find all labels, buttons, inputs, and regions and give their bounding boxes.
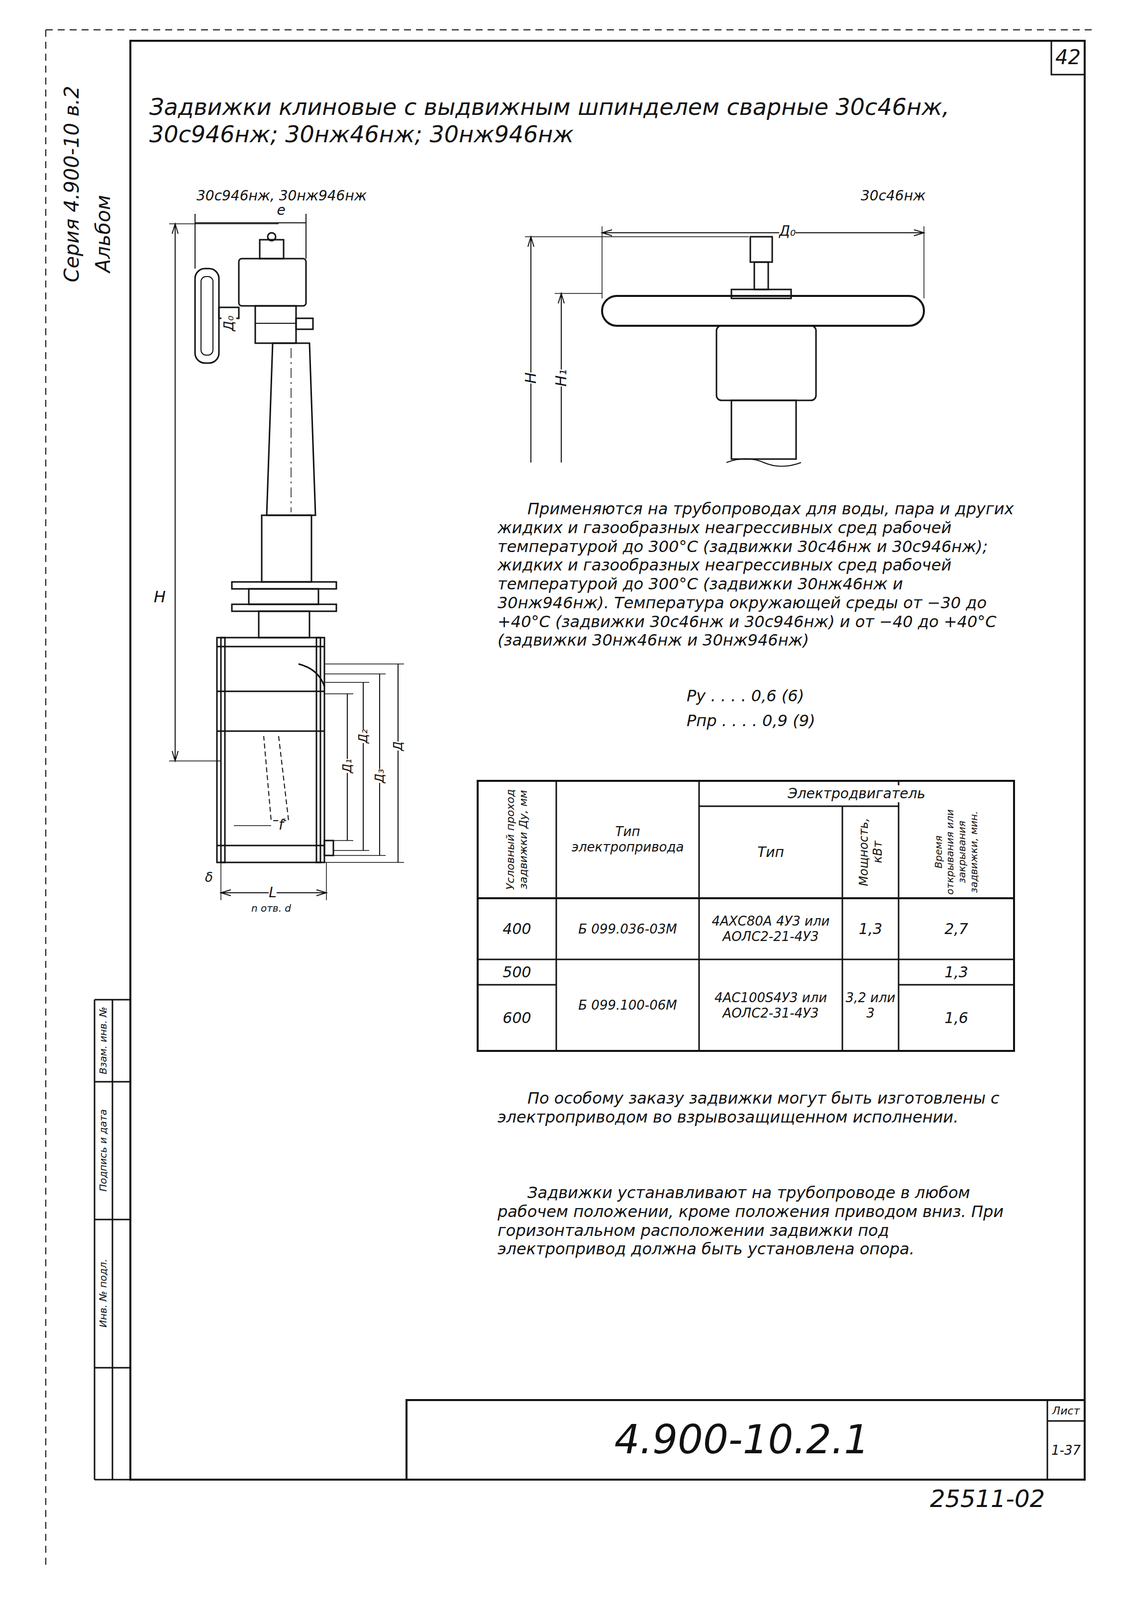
table-cell: 600 xyxy=(502,1009,531,1027)
stamp-label: Взам. инв. № xyxy=(97,1007,110,1075)
dimension-label-box: Д xyxy=(390,731,407,762)
table-cell-box: Б 099.100-06М xyxy=(558,961,698,1050)
table-cell: Тип xyxy=(757,844,785,861)
table-cell: 4АХС80А 4У3 или АОЛС2-21-4У3 xyxy=(701,914,841,945)
table-cell-box: 4АС100S4У3 или АОЛС2-31-4У3 xyxy=(701,961,841,1050)
table-cell-box: 3,2 или 3 xyxy=(844,961,897,1050)
dimension-label: Д₃ xyxy=(372,769,387,784)
stamp-label-box: Взам. инв. № xyxy=(95,1001,112,1081)
stamp-label: Инв. № подл. xyxy=(97,1259,110,1328)
pressure-value-box: Рпр . . . . 0,9 (9) xyxy=(686,710,906,733)
view-label-box: 30с46нж xyxy=(860,185,981,207)
table-cell: 1,3 xyxy=(858,920,883,938)
note-text-box: Задвижки устанавливают на трубопроводе в… xyxy=(497,1184,1016,1260)
table-cell-box: 4АХС80А 4У3 или АОЛС2-21-4У3 xyxy=(701,900,841,959)
dimension-label: Д xyxy=(391,741,406,752)
sheet-number: 1-37 xyxy=(1051,1443,1081,1459)
view-label-box: 30с946нж, 30нж946нж xyxy=(196,185,426,207)
dimension-label: H xyxy=(521,372,540,385)
table-cell-box: Б 099.036-03М xyxy=(558,900,698,959)
dimension-label: Д₀ xyxy=(221,315,237,332)
document-code-box: 4.900-10.2.1 xyxy=(408,1402,1046,1479)
application-note: Применяются на трубопроводах для воды, п… xyxy=(497,500,1016,651)
table-cell: 1,6 xyxy=(944,1009,969,1027)
dimension-label-box: f xyxy=(272,815,290,835)
dimension-label: е xyxy=(276,202,286,219)
table-cell: 3,2 или 3 xyxy=(844,990,897,1021)
application-note-box: Применяются на трубопроводах для воды, п… xyxy=(497,500,1016,651)
archive-number: 25511-02 xyxy=(929,1485,1045,1514)
table-cell-box: 1,3 xyxy=(900,961,1013,984)
stamp-label-box: Подпись и дата xyxy=(95,1083,112,1219)
table-cell: 1,3 xyxy=(944,963,969,982)
table-cell: Мощность, кВт xyxy=(856,807,886,898)
stamp-label-box: Инв. № подл. xyxy=(95,1221,112,1366)
page-number: 42 xyxy=(1055,45,1081,70)
series-label: Серия 4.900-10 в.2 xyxy=(60,86,84,283)
sheet-number-box: 1-37 xyxy=(1048,1423,1084,1479)
sheet-number: Лист xyxy=(1052,1405,1081,1419)
view-label: 30с46нж xyxy=(860,187,926,204)
note-text: Задвижки устанавливают на трубопроводе в… xyxy=(497,1184,1016,1260)
dimension-label-box: H₁ xyxy=(552,364,571,393)
series-label: Альбом xyxy=(91,195,115,273)
stamp-label: Подпись и дата xyxy=(97,1109,110,1193)
table-cell-box: Время открывания или закрывания задвижки… xyxy=(900,807,1013,898)
table-cell: Б 099.036-03М xyxy=(578,921,678,938)
dimension-label: L xyxy=(268,884,277,902)
dimension-label-box: Д₃ xyxy=(371,761,388,792)
table-cell: Условный проход задвижки Ду, мм xyxy=(504,784,530,896)
dimension-label-box: Д₀ xyxy=(779,221,815,241)
table-cell-box: 400 xyxy=(479,900,555,959)
document-code: 4.900-10.2.1 xyxy=(584,1417,870,1464)
dimension-label-box: H xyxy=(521,367,540,390)
note-text: По особому заказу задвижки могут быть из… xyxy=(497,1089,1016,1128)
page-number-box: 42 xyxy=(1051,40,1085,75)
series-label-box: Серия 4.900-10 в.2 xyxy=(57,79,88,289)
dimension-label-box: δ xyxy=(201,868,217,887)
pressure-value: Ру . . . . 0,6 (6) xyxy=(686,687,805,707)
dimension-label: n отв. d xyxy=(251,903,292,916)
pressure-value: Рпр . . . . 0,9 (9) xyxy=(686,712,816,731)
dimension-label: δ xyxy=(204,870,213,886)
table-cell-box: 600 xyxy=(479,987,555,1050)
table-cell-box: 2,7 xyxy=(900,900,1013,959)
table-cell-box: 500 xyxy=(479,961,555,984)
table-cell: Б 099.100-06М xyxy=(578,998,678,1014)
dimension-label: H₁ xyxy=(552,369,570,388)
dimension-label-box: Д₀ xyxy=(220,305,238,341)
table-cell: Электродвигатель xyxy=(787,785,926,803)
pressure-value-box: Ру . . . . 0,6 (6) xyxy=(686,685,906,708)
dimension-label-box: Д₂ xyxy=(355,721,372,752)
dimension-label-box: е xyxy=(271,201,292,220)
table-cell-box: Мощность, кВт xyxy=(844,807,898,898)
sheet-title: Задвижки клиновые с выдвижным шпинделем … xyxy=(149,93,1040,149)
dimension-label-box: H xyxy=(149,587,171,609)
table-cell-box: Тип xyxy=(701,808,841,898)
dimension-label: H xyxy=(153,588,166,608)
dimension-label-box: Д₁ xyxy=(339,751,356,782)
table-cell: 2,7 xyxy=(944,920,969,938)
sheet-number-box: Лист xyxy=(1048,1402,1084,1421)
note-text-box: По особому заказу задвижки могут быть из… xyxy=(497,1089,1016,1128)
table-cell-box: Условный проход задвижки Ду, мм xyxy=(479,784,555,896)
table-cell: Тип электропривода xyxy=(558,824,698,855)
dimension-label: Д₁ xyxy=(340,759,355,774)
dimension-label-box: L xyxy=(263,883,282,903)
table-cell: 4АС100S4У3 или АОЛС2-31-4У3 xyxy=(701,990,841,1021)
dimension-label: Д₂ xyxy=(356,729,371,744)
table-cell-box: Тип электропривода xyxy=(558,783,698,897)
table-cell: 400 xyxy=(502,920,531,938)
table-cell-box: 1,3 xyxy=(844,900,897,959)
dimension-label-box: n отв. d xyxy=(233,901,309,917)
dimension-label: f xyxy=(278,816,284,834)
archive-number-box: 25511-02 xyxy=(875,1483,1045,1515)
table-cell-box: 1,6 xyxy=(900,987,1013,1050)
dimension-label: Д₀ xyxy=(779,222,796,240)
table-cell: 500 xyxy=(502,963,531,982)
table-cell: Время открывания или закрывания задвижки… xyxy=(932,807,980,898)
table-cell-box: Электродвигатель xyxy=(701,783,1013,806)
series-label-box: Альбом xyxy=(88,174,119,294)
